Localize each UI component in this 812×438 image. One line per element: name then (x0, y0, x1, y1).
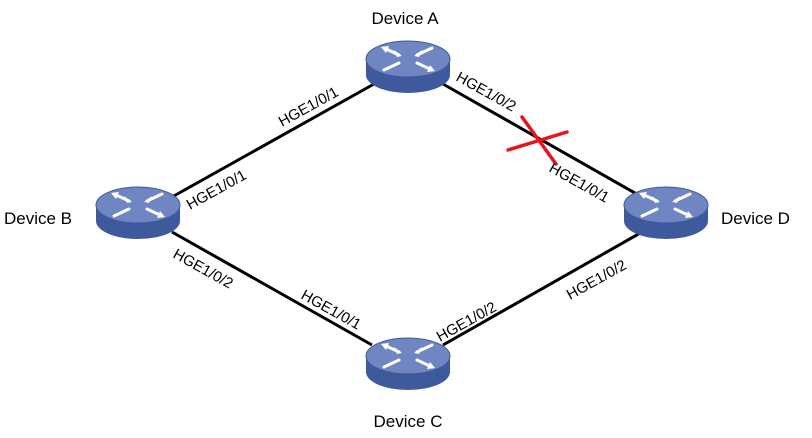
link-c-d (442, 230, 643, 347)
device-c-label: Device C (374, 412, 443, 431)
device-b-label: Device B (4, 209, 72, 228)
link-failure-mark-icon (506, 115, 569, 166)
link-a-b (171, 82, 375, 199)
link-b-c (171, 230, 373, 347)
router-icon (622, 185, 710, 241)
router-icon (364, 336, 452, 392)
device-a-label: Device A (371, 9, 439, 28)
router-icon (364, 39, 452, 95)
port-label-c-to-d: HGE1/0/2 (434, 299, 500, 346)
device-d-label: Device D (721, 209, 790, 228)
port-label-d-to-c: HGE1/0/2 (564, 257, 630, 304)
router-icon (94, 185, 182, 241)
port-label-b-to-c: HGE1/0/2 (170, 246, 236, 293)
port-label-d-to-a: HGE1/0/1 (546, 160, 612, 207)
